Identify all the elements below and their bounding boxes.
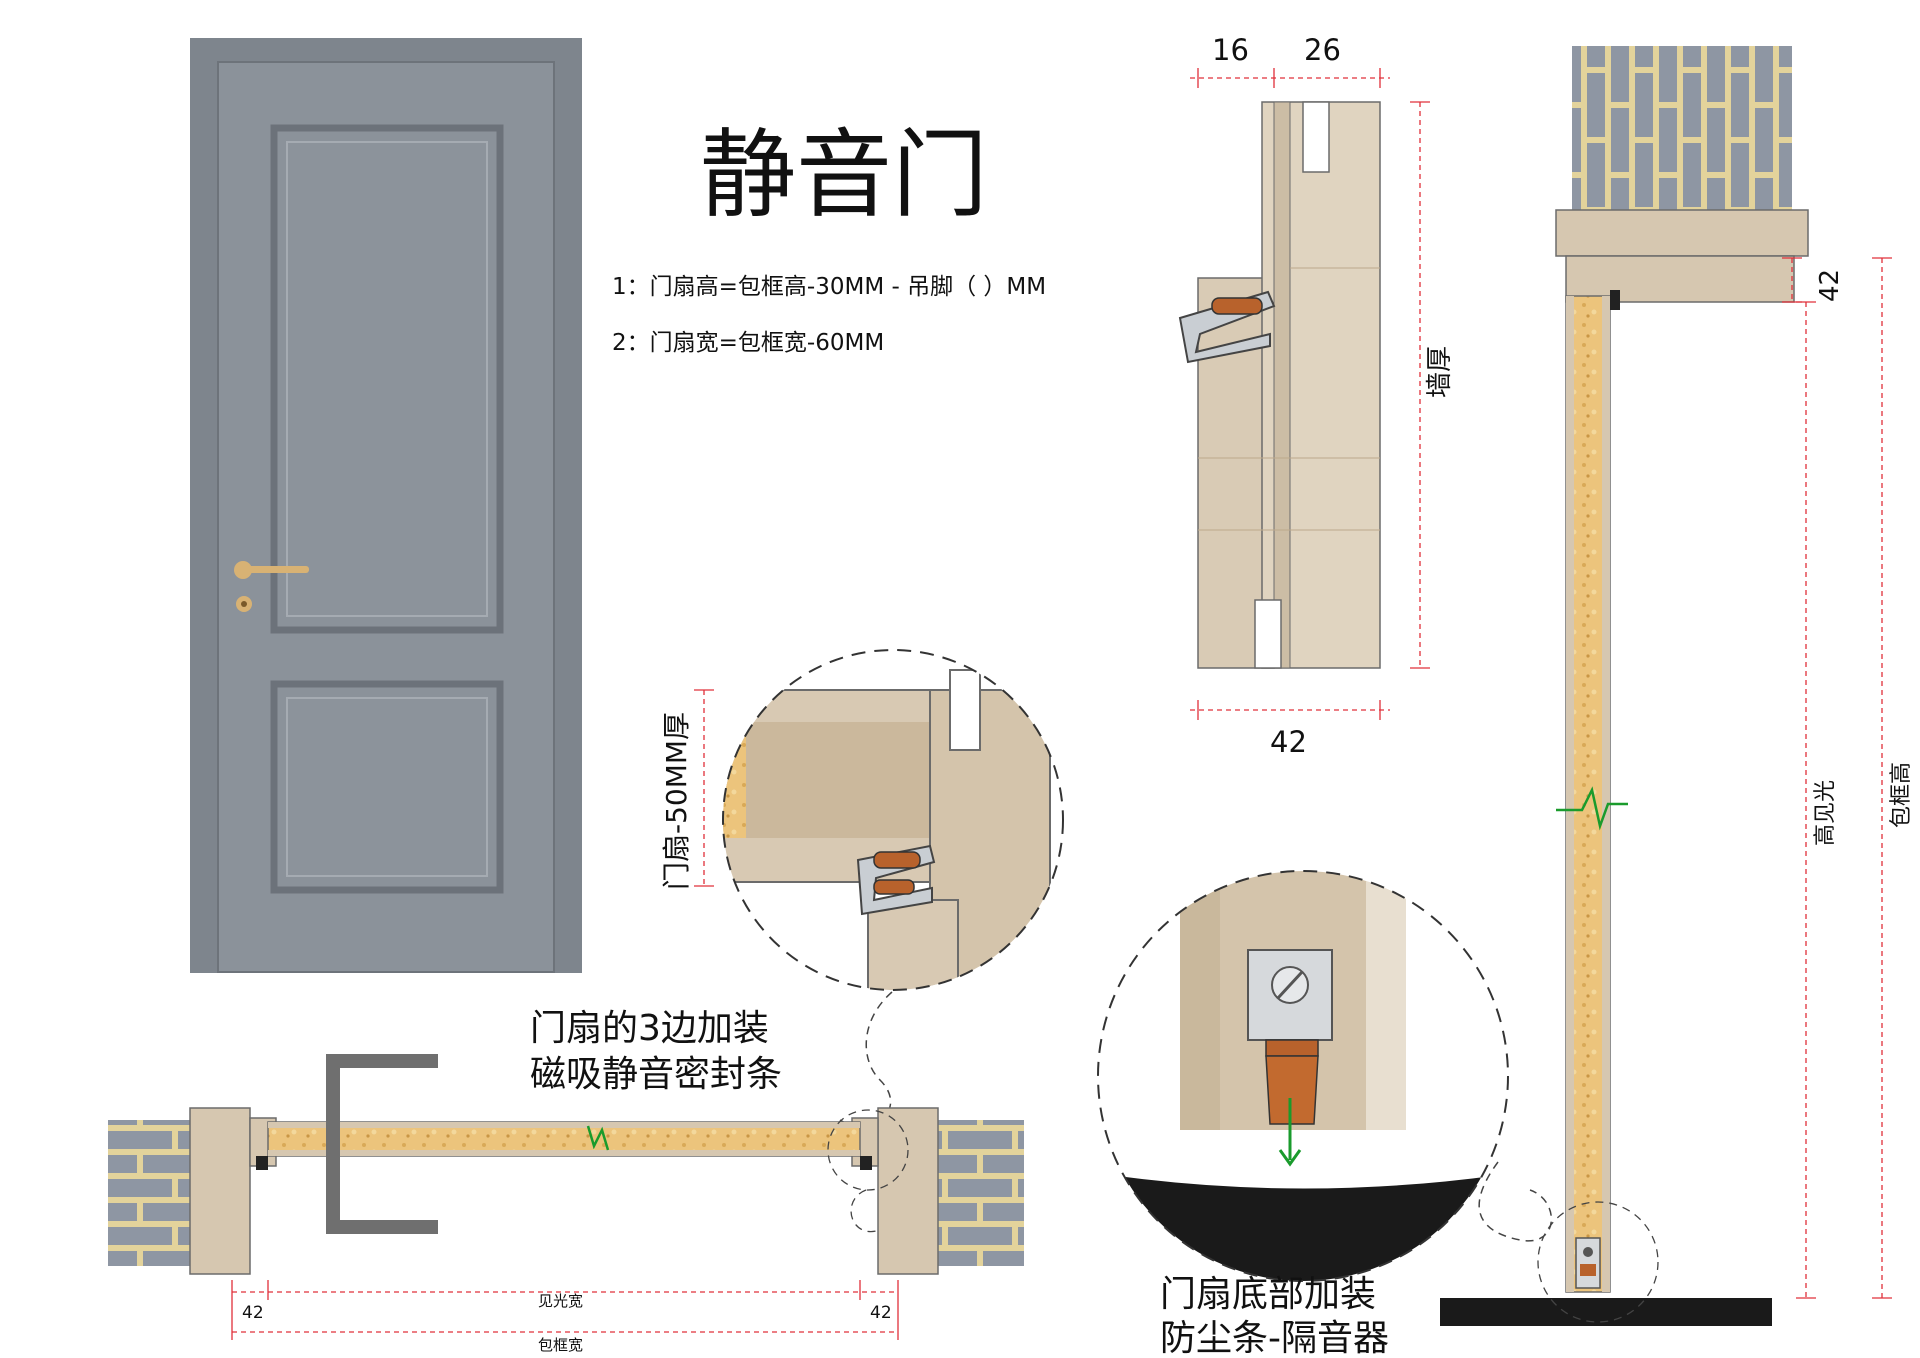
frame-width-label: 包框宽: [538, 1336, 583, 1354]
frame-height-label: 包框高: [1889, 762, 1914, 828]
detail-circle-seal: [722, 649, 1064, 991]
callout-magnetic-seal-line2: 磁吸静音密封条: [530, 1054, 782, 1095]
callout-bottom-seal-line2: 防尘条-隔音器: [1160, 1318, 1389, 1358]
dim-leaf-thickness: 门扇-50MM厚: [660, 689, 714, 890]
clear-height-label: 高见光: [1813, 780, 1838, 846]
door-elevation: [190, 38, 582, 973]
leader-bottom: [1478, 1161, 1553, 1242]
callout-bottom-seal: 门扇底部加装 防尘条-隔音器: [1160, 1274, 1389, 1358]
wall-thickness-label: 墙厚: [1425, 346, 1455, 398]
dim-16-26: 16 26: [1190, 33, 1390, 88]
callout-magnetic-seal-line1: 门扇的3边加装: [530, 1008, 769, 1049]
callout-bottom-seal-line1: 门扇底部加装: [1160, 1274, 1376, 1315]
dim-42-left-label: 42: [242, 1303, 264, 1323]
plan-dimensions: 42 42 见光宽 包框宽: [231, 1280, 899, 1354]
dim-26-label: 26: [1304, 33, 1341, 67]
vertical-dimensions: 42 高见光 包框高: [1782, 257, 1914, 1299]
note-1: 1：门扇高=包框高-30MM - 吊脚（ ）MM: [612, 274, 1046, 300]
leader-seal: [839, 991, 893, 1128]
door-panel-lower: [270, 680, 504, 894]
dim-42-frame: 42: [1190, 700, 1390, 759]
vertical-section: [1440, 46, 1809, 1326]
door-panel-upper: [270, 124, 504, 634]
dim-wall-thickness: 墙厚: [1410, 101, 1455, 669]
dim-42-frame-label: 42: [1270, 725, 1307, 759]
magnetic-seal-profile: [1178, 290, 1276, 364]
dim-42-top-label: 42: [1815, 269, 1845, 302]
callout-magnetic-seal: 门扇的3边加装 磁吸静音密封条: [530, 1008, 782, 1095]
page-title: 静音门: [700, 119, 988, 231]
door-handle: [234, 561, 309, 612]
note-2: 2：门扇宽=包框宽-60MM: [612, 330, 884, 356]
detail-circle-bottom-seal: [1097, 870, 1509, 1282]
frame-profile-section: [1178, 101, 1381, 669]
clear-width-label: 见光宽: [538, 1292, 583, 1310]
dim-42-right-label: 42: [870, 1303, 892, 1323]
dim-16-label: 16: [1212, 33, 1249, 67]
plan-handle: [326, 1054, 438, 1234]
plan-section: [108, 1054, 1024, 1275]
leaf-thickness-label: 门扇-50MM厚: [660, 712, 693, 890]
